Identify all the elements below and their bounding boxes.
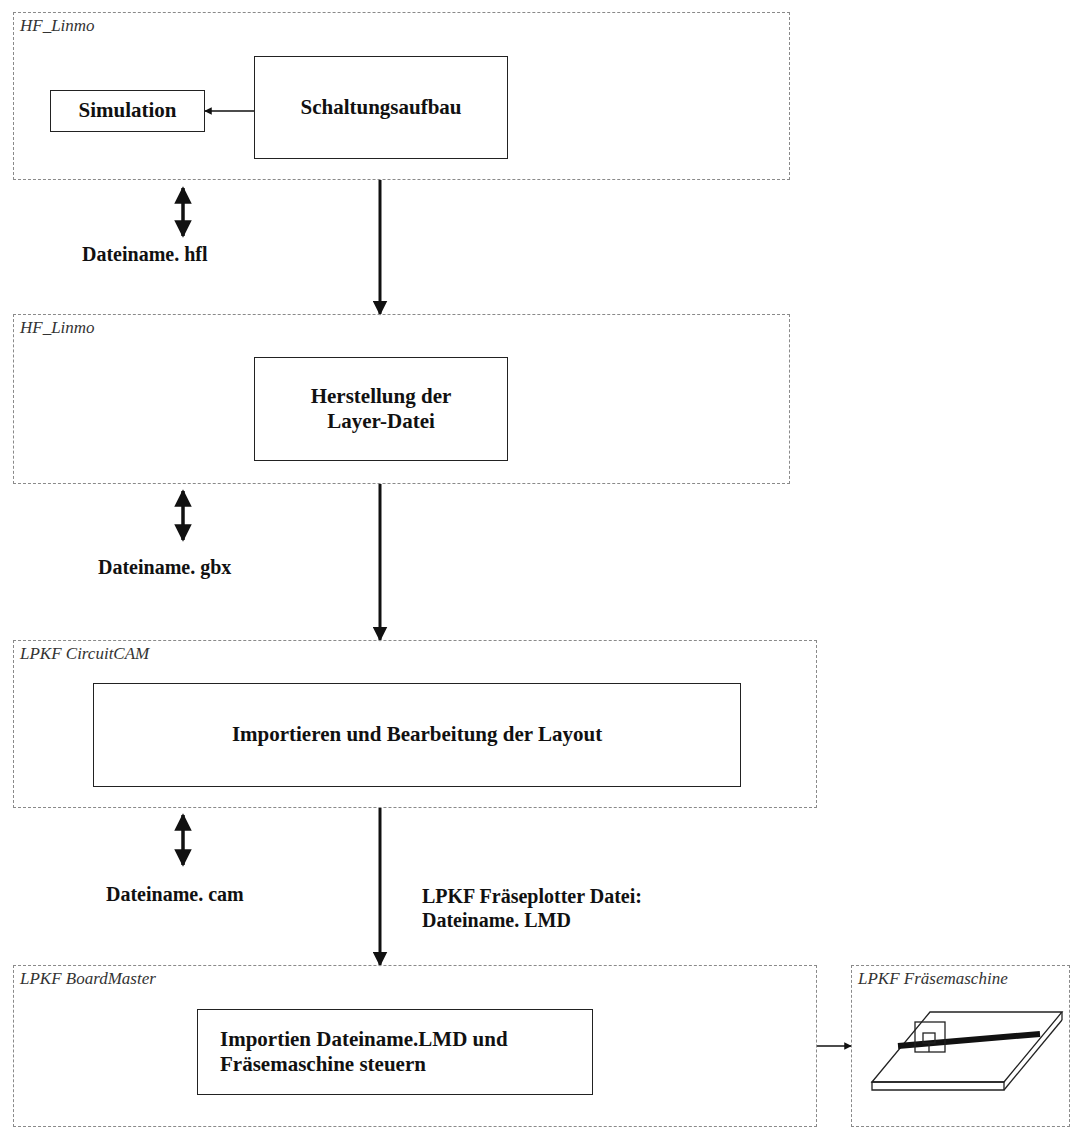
tool-group: HF_LinmoHerstellung der Layer-Datei [13, 314, 790, 484]
process-box: Schaltungsaufbau [254, 56, 508, 159]
box-label: Simulation [78, 98, 176, 123]
file-label: Dateiname. cam [104, 882, 246, 906]
group-heading: LPKF Fräsemaschine [858, 969, 1008, 989]
tool-group: LPKF BoardMasterImportien Dateiname.LMD … [13, 965, 817, 1127]
process-box: Simulation [50, 90, 205, 132]
process-box: Importien Dateiname.LMD und Fräsemaschin… [197, 1009, 593, 1095]
group-heading: HF_Linmo [20, 318, 95, 338]
flow-arrow [379, 180, 382, 314]
group-heading: LPKF BoardMaster [20, 969, 156, 989]
flow-arrow [205, 110, 254, 112]
tool-group: HF_LinmoSimulation Schaltungsaufbau [13, 12, 790, 180]
box-label: Herstellung der Layer-Datei [281, 384, 481, 434]
file-exchange-arrow [181, 491, 185, 540]
file-label: Dateiname. hfl [80, 242, 210, 266]
group-heading: HF_Linmo [20, 16, 95, 36]
file-exchange-arrow [181, 815, 185, 865]
box-label: Schaltungsaufbau [300, 95, 461, 120]
process-box: Importieren und Bearbeitung der Layout [93, 683, 741, 787]
milling-machine-icon [872, 1012, 1062, 1090]
box-label: Importien Dateiname.LMD und Fräsemaschin… [220, 1027, 550, 1077]
group-heading: LPKF CircuitCAM [20, 644, 149, 664]
flow-arrow [379, 808, 382, 965]
file-label: Dateiname. gbx [96, 555, 233, 579]
flow-arrow [379, 484, 382, 640]
tool-group: LPKF CircuitCAM Importieren und Bearbeitu… [13, 640, 817, 808]
process-box: Herstellung der Layer-Datei [254, 357, 508, 461]
flow-arrow [817, 1045, 851, 1047]
tool-group: LPKF Fräsemaschine [851, 965, 1070, 1127]
file-exchange-arrow [181, 188, 185, 236]
box-label: Importieren und Bearbeitung der Layout [232, 722, 602, 747]
edge-label: LPKF Fräseplotter Datei: Dateiname. LMD [420, 884, 686, 932]
